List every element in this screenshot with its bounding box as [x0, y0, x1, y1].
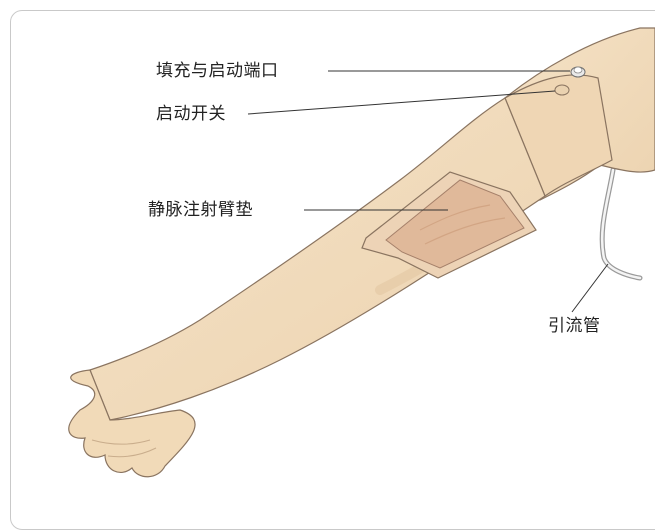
leader-drain-tube [572, 264, 608, 312]
label-iv-pad: 静脉注射臂垫 [148, 200, 253, 220]
label-fill-port: 填充与启动端口 [156, 61, 279, 81]
arm-illustration [0, 0, 655, 510]
label-start-switch: 启动开关 [156, 104, 226, 124]
drain-tube [602, 170, 640, 278]
start-switch [555, 85, 569, 95]
label-drain-tube: 引流管 [548, 316, 601, 336]
